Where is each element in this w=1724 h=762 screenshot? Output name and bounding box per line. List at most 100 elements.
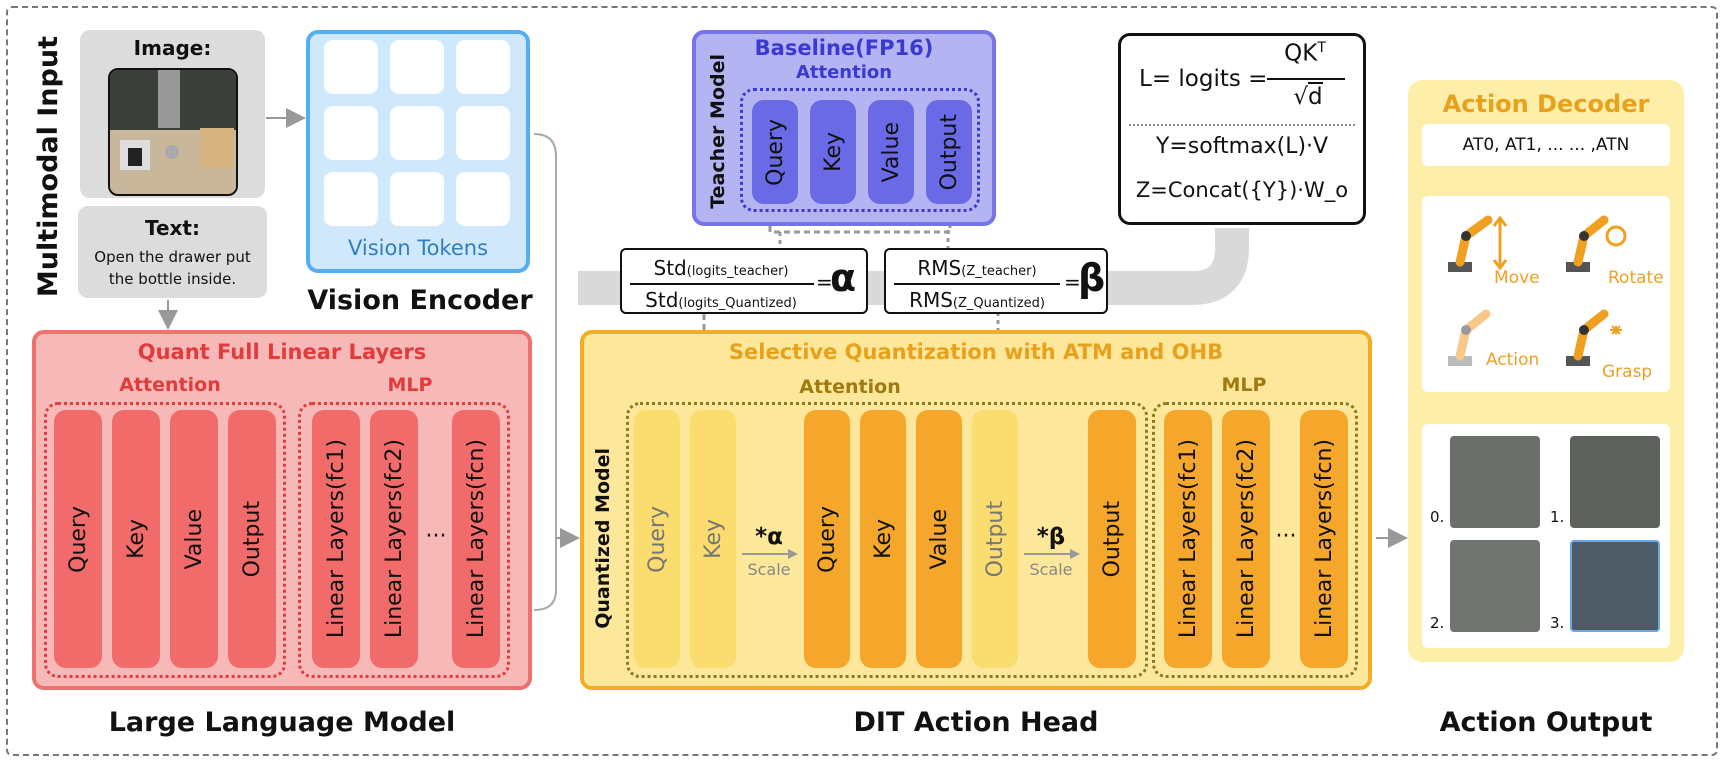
llm-ellipsis: ··· [425,524,447,549]
dit-query-bar: Query [804,410,850,668]
formula-numerator: QKT [1284,40,1326,67]
teacher-key-bar: Key [810,100,856,204]
dit-key-bar: Key [860,410,906,668]
grasp-label: Grasp [1602,362,1653,382]
alpha-denominator: Std(logits_Quantized) [645,288,797,312]
action-types-card: Move Rotate Action Grasp [1422,196,1670,392]
scale-alpha-symbol: *α [755,524,783,550]
frame-0-image [1450,436,1540,528]
vision-token [456,40,510,94]
dit-fc2-bar: Linear Layers(fc2) [1222,410,1270,668]
dit-mlp-group [1152,402,1358,678]
fraction-bar [1267,78,1345,80]
dit-attention-group [626,402,1148,678]
action-decoder-title: Action Decoder [1442,90,1650,118]
action-frames-card: 0. 1. 2. 3. [1422,424,1670,648]
llm-fc2-bar: Linear Layers(fc2) [370,410,418,668]
beta-symbol: β [1078,256,1106,300]
bracket-connector [533,133,557,611]
instruction-text: Open the drawer put the bottle inside. [94,248,251,288]
gray-flow-band [578,228,1249,305]
teacher-attention-group [740,88,980,212]
robot-arm-grasp-icon [1566,309,1622,366]
alpha-symbol: α [830,256,857,300]
move-label: Move [1494,268,1540,288]
dit-output-faded-bar: Output [972,410,1018,668]
teacher-query-bar: Query [752,100,798,204]
dit-query-faded-bar: Query [634,410,680,668]
llm-value-bar: Value [170,410,218,668]
frame-1-image [1570,436,1660,528]
teacher-title: Baseline(FP16) [754,36,934,60]
beta-ratio-box: RMS(Z_teacher) RMS(Z_Quantized) = β [884,248,1108,314]
robot-arm-action-icon [1448,309,1491,366]
llm-attention-group [44,402,286,678]
llm-fcn-bar: Linear Layers(fcn) [452,410,500,668]
teacher-value-bar: Value [868,100,914,204]
teacher-output-bar: Output [926,100,972,204]
text-label: Text: [144,216,200,240]
formula-divider [1129,124,1355,126]
llm-mlp-group [298,402,510,678]
llm-fc1-bar: Linear Layers(fc1) [312,410,360,668]
llm-box-title: Quant Full Linear Layers [137,340,427,364]
formula-box: L= logits = QKT √d Y=softmax(L)·V Z=Conc… [1118,33,1366,225]
action-tokens-card: AT0, AT1, ... ... ,ATN [1422,124,1670,166]
frame-2-image [1450,540,1540,632]
scale-alpha-arrow-icon [742,549,798,559]
scale-beta-symbol: *β [1036,524,1066,550]
frame-3-image [1570,540,1660,632]
llm-output-bar: Output [228,410,276,668]
dit-ellipsis: ··· [1275,524,1297,549]
vision-token [390,172,444,226]
frame-0-label: 0. [1430,508,1445,526]
vision-encoder-box: Vision Tokens [306,30,530,273]
dit-value-bar: Value [916,410,962,668]
frame-2-label: 2. [1430,614,1445,632]
dit-title: DIT Action Head [853,706,1099,738]
vision-token [324,106,378,160]
vision-token [390,40,444,94]
vision-tokens-label: Vision Tokens [347,236,489,260]
quantized-model-label: Quantized Model [592,447,614,629]
action-output-title: Action Output [1439,706,1653,738]
vision-token [456,106,510,160]
action-label: Action [1486,350,1540,370]
multimodal-input-title: Multimodal Input [32,36,64,298]
robot-arm-rotate-icon [1566,215,1627,272]
alpha-numerator: Std(logits_teacher) [653,256,789,280]
robot-scene-photo [108,68,238,196]
formula-softmax: Y=softmax(L)·V [1155,134,1329,159]
teacher-attention-label: Attention [795,62,893,83]
vision-token [456,172,510,226]
dit-mlp-label: MLP [1221,374,1267,396]
alpha-equals: = [816,270,833,294]
formula-denominator: √d [1293,82,1323,110]
beta-denominator: RMS(Z_Quantized) [909,288,1045,312]
outer-frame [6,6,1718,756]
vision-encoder-title: Vision Encoder [307,284,533,316]
beta-numerator: RMS(Z_teacher) [917,256,1037,280]
dit-key-faded-bar: Key [690,410,736,668]
rotate-label: Rotate [1608,268,1664,288]
frame-3-label: 3. [1550,614,1565,632]
robot-arm-move-icon [1448,215,1508,272]
formula-lhs: L= logits = [1139,66,1268,92]
beta-equals: = [1064,270,1081,294]
llm-title: Large Language Model [108,706,456,738]
formula-concat: Z=Concat({Y})·W_o [1135,178,1349,202]
dit-box-title: Selective Quantization with ATM and OHB [728,340,1224,364]
alpha-ratio-box: Std(logits_teacher) Std(logits_Quantized… [620,248,868,314]
vision-token [390,106,444,160]
vision-token [324,172,378,226]
llm-mlp-label: MLP [387,374,433,396]
scale-beta-arrow-icon [1024,549,1080,559]
dit-attention-label: Attention [799,376,901,398]
llm-attention-label: Attention [119,374,221,396]
image-label: Image: [133,36,212,60]
scale-beta-label: Scale [1029,560,1073,579]
text-input-card: Text: Open the drawer put the bottle ins… [78,206,267,298]
llm-query-bar: Query [54,410,102,668]
vision-token [324,40,378,94]
dit-fcn-bar: Linear Layers(fcn) [1300,410,1348,668]
